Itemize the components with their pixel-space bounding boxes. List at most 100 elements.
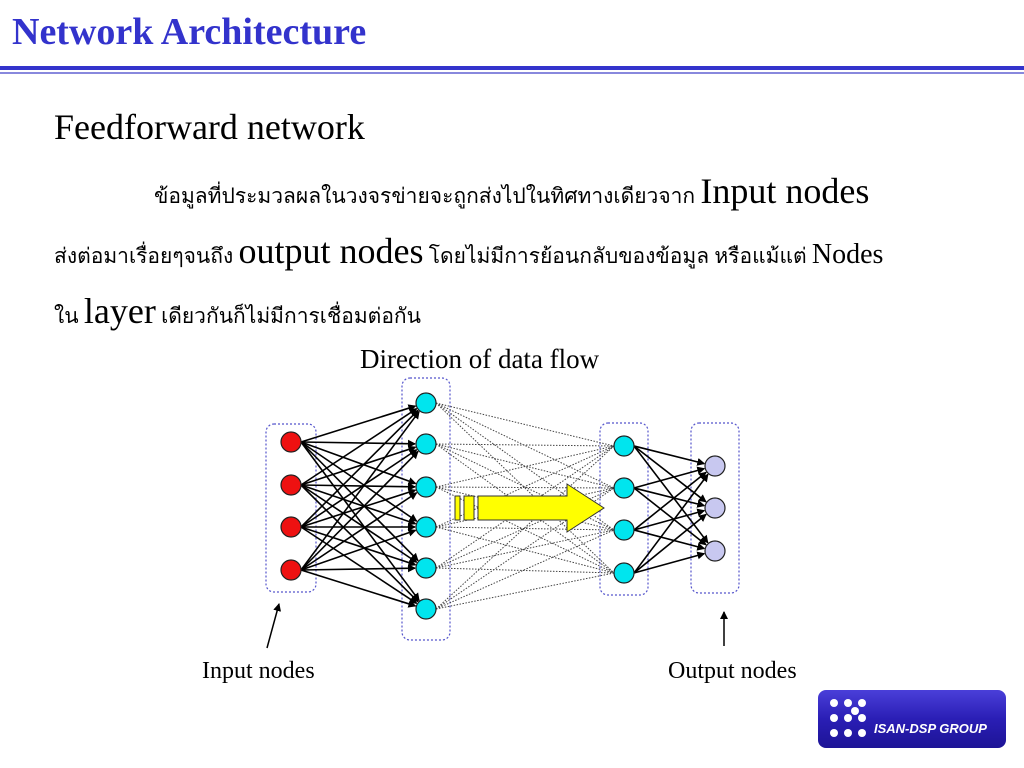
text-en: layer	[83, 291, 156, 331]
connection-edge	[633, 487, 706, 508]
text-en: Input nodes	[700, 171, 870, 211]
connection-edge-dotted	[435, 529, 615, 610]
slide-subtitle: Feedforward network	[54, 107, 365, 147]
output-nodes-label: Output nodes	[668, 658, 797, 684]
text-thai: ส่งต่อมาเรื่อยๆจนถึง	[54, 244, 234, 268]
connection-edge	[633, 466, 706, 489]
logo-dot	[844, 729, 852, 737]
connection-edge-dotted	[435, 526, 615, 574]
hidden-2-node	[613, 477, 635, 499]
connection-edge	[633, 513, 707, 574]
connection-edge	[300, 441, 418, 522]
title-divider	[0, 66, 1024, 70]
connection-edge	[300, 482, 417, 491]
output-node	[704, 540, 726, 562]
connection-edge	[300, 492, 418, 571]
hidden-2-node	[613, 435, 635, 457]
connection-edge	[300, 441, 420, 602]
connection-edge	[300, 450, 419, 571]
connection-edge	[300, 526, 418, 604]
hidden-2-node	[613, 519, 635, 541]
text-thai: โดยไม่มีการย้อนกลับของข้อมูล หรือแม้แต่	[428, 244, 807, 268]
hidden-1-node	[415, 598, 437, 620]
input-node	[280, 559, 302, 581]
connection-edge	[300, 441, 419, 562]
layer-box-output	[690, 422, 740, 594]
connection-edge	[300, 528, 417, 571]
connection-edge-dotted	[435, 445, 615, 610]
text-thai: ใน	[54, 304, 79, 328]
connection-edge-dotted	[435, 443, 615, 489]
input-node	[280, 474, 302, 496]
text-thai: เดียวกันก็ไม่มีการเชื่อมต่อกัน	[161, 304, 421, 328]
layer-box-input	[265, 423, 317, 593]
connection-edge-dotted	[435, 443, 615, 447]
connection-edge-dotted	[435, 445, 615, 528]
connection-edge	[633, 551, 706, 574]
hidden-1-node	[415, 433, 437, 455]
connection-edge	[633, 529, 706, 551]
title-divider-thin	[0, 72, 1024, 74]
output-node	[704, 455, 726, 477]
connection-edge	[300, 526, 417, 567]
hidden-1-node	[415, 476, 437, 498]
connection-edge	[300, 564, 417, 573]
connection-edge-dotted	[435, 443, 615, 574]
text-thai: ข้อมูลที่ประมวลผลในวงจรข่ายจะถูกส่งไปในท…	[154, 184, 696, 208]
connection-edge	[300, 484, 418, 563]
input-node	[280, 516, 302, 538]
isan-dsp-logo: ISAN-DSP GROUP	[818, 690, 1006, 748]
connection-edge-dotted	[435, 486, 615, 489]
connection-edge-dotted	[435, 526, 615, 531]
connection-edge	[300, 441, 417, 485]
description-paragraph: ข้อมูลที่ประมวลผลในวงจรข่ายจะถูกส่งไปในท…	[54, 164, 984, 344]
logo-dot	[858, 714, 866, 722]
flow-arrow-bar	[463, 495, 475, 521]
logo-dot	[844, 699, 852, 707]
logo-dot	[844, 714, 852, 722]
connection-edge-dotted	[435, 486, 615, 531]
output-node	[704, 497, 726, 519]
layer-box-hidden-1	[401, 377, 451, 641]
text-en: output nodes	[238, 231, 424, 271]
hidden-1-node	[415, 392, 437, 414]
connection-edge-dotted	[435, 529, 615, 569]
connection-edge	[633, 508, 706, 531]
connection-edge-dotted	[435, 445, 615, 488]
connection-edge	[300, 408, 418, 486]
connection-edge	[300, 410, 420, 571]
connection-edge	[300, 409, 419, 528]
hidden-2-node	[613, 562, 635, 584]
connection-edge-dotted	[435, 402, 615, 447]
connection-edge	[300, 404, 417, 443]
logo-dot	[851, 707, 859, 715]
slide-title: Network Architecture	[12, 11, 367, 53]
connection-edge	[633, 487, 707, 546]
input-pointer-arrow	[266, 603, 282, 649]
connection-edge	[633, 445, 706, 466]
flow-arrow-bar	[454, 495, 461, 521]
hidden-1-node	[415, 557, 437, 579]
logo-text: ISAN-DSP GROUP	[874, 721, 987, 736]
connection-edge	[300, 484, 419, 603]
logo-dot	[830, 729, 838, 737]
flow-direction-label: Direction of data flow	[360, 344, 600, 374]
logo-dot	[830, 714, 838, 722]
input-node	[280, 431, 302, 453]
connection-edge	[633, 445, 709, 544]
connection-edge	[633, 471, 707, 531]
connection-edge-dotted	[435, 567, 615, 574]
connection-edge	[300, 449, 418, 528]
logo-dot	[858, 729, 866, 737]
connection-edge	[300, 445, 417, 486]
connection-edge	[300, 569, 417, 608]
connection-edge	[300, 439, 417, 448]
connection-edge-dotted	[435, 402, 615, 574]
connection-edge	[633, 473, 709, 574]
connection-edge	[300, 484, 417, 526]
connection-edge	[300, 488, 417, 528]
connection-edge-dotted	[435, 572, 615, 610]
layer-box-hidden-2	[599, 422, 649, 596]
logo-dot	[830, 699, 838, 707]
